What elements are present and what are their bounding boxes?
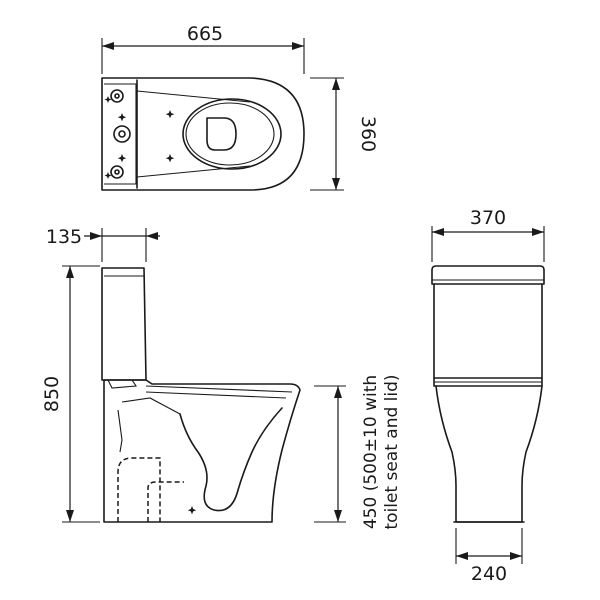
dimension-label-seat-height: 450 (500±10 with — [361, 375, 381, 529]
front-cistern — [431, 265, 545, 285]
bowl-rim — [182, 98, 282, 170]
front-view: 370 240 — [431, 207, 545, 585]
top-view: 665 — [101, 23, 379, 191]
top-view-outline — [101, 77, 305, 191]
dimension-label-length: 665 — [187, 23, 223, 45]
drain-outlet — [206, 117, 237, 151]
dimension-label-height: 850 — [41, 376, 63, 412]
side-cistern — [101, 267, 147, 381]
dimension-label-front-width: 370 — [470, 207, 506, 229]
front-pedestal — [435, 385, 543, 523]
dimension-label-width: 360 — [357, 116, 379, 152]
dimension-label-base-width: 240 — [471, 563, 507, 585]
side-view: 135 850 450 (500±10 with toilet sea — [41, 226, 402, 530]
dimension-label-cistern-depth: 135 — [46, 226, 82, 248]
dimension-label-seat-height-note: toilet seat and lid) — [382, 374, 402, 529]
side-bowl — [103, 379, 301, 523]
